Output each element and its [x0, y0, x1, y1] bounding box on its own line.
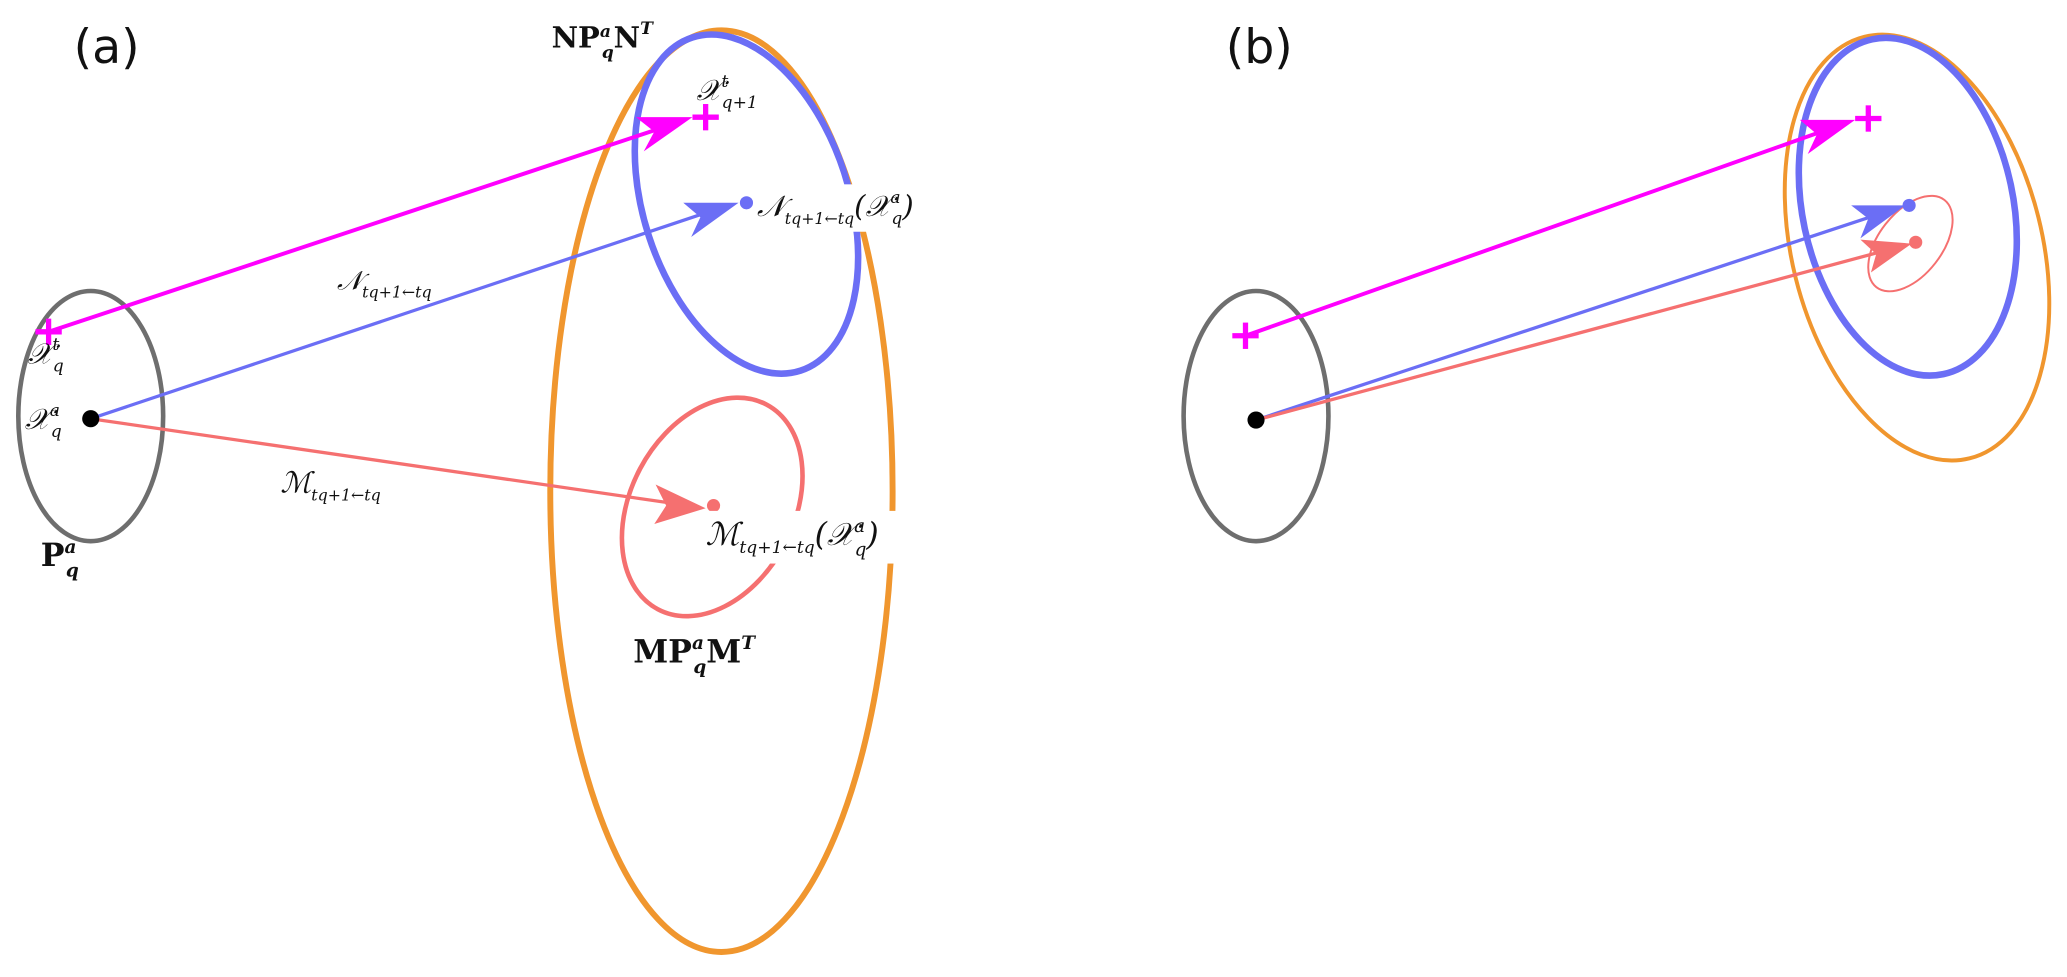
true-state-arrow: [47, 124, 667, 334]
true-next-plus-icon: [692, 104, 719, 131]
nonlinear-arrowhead: [683, 202, 739, 238]
panel-a-label: (a): [74, 20, 140, 75]
ensemble-covariance-ellipse-b: [1795, 34, 2021, 379]
linear-result-point: [706, 499, 721, 513]
linear-arrow: [90, 417, 680, 506]
true-state-plus-icon: [35, 318, 62, 345]
linear-arrowhead: [654, 484, 706, 525]
nonlinear-arrowhead-b: [1851, 205, 1906, 239]
true-next-plus-icon-b: [1855, 105, 1882, 132]
panel-b-label: (b): [1226, 20, 1293, 75]
analysis-state-point: [82, 410, 100, 428]
linear-result-point-b: [1909, 235, 1923, 249]
nonlinear-operator-label: 𝒩tq+1←tq: [337, 267, 432, 302]
linear-arrow-b: [1255, 248, 1888, 422]
ensemble-covariance-ellipse: [631, 31, 862, 377]
linear-operator-label: ℳtq+1←tq: [280, 465, 380, 504]
nonlinear-arrow-b: [1255, 211, 1882, 422]
linear-arrowhead-b: [1860, 239, 1912, 273]
nonlinear-covariance-ellipse: [547, 27, 896, 955]
nonlinear-result-point: [739, 196, 754, 210]
true-state-plus-icon-b: [1232, 322, 1259, 349]
panel-b: (b): [1181, 20, 2052, 544]
true-state-arrowhead: [635, 117, 693, 152]
true-state-arrow-b: [1244, 127, 1830, 338]
nonlinear-covariance-ellipse-b: [1782, 32, 2052, 463]
nonlinear-arrow: [90, 209, 713, 421]
analysis-state-point-b: [1247, 411, 1265, 429]
linear-covariance-ellipse-b: [1867, 194, 1954, 293]
prior-covariance-ellipse: [16, 288, 166, 544]
nonlinear-result-point-b: [1902, 198, 1916, 212]
prior-covariance-ellipse-b: [1181, 288, 1331, 544]
true-state-arrowhead-b: [1799, 119, 1856, 155]
